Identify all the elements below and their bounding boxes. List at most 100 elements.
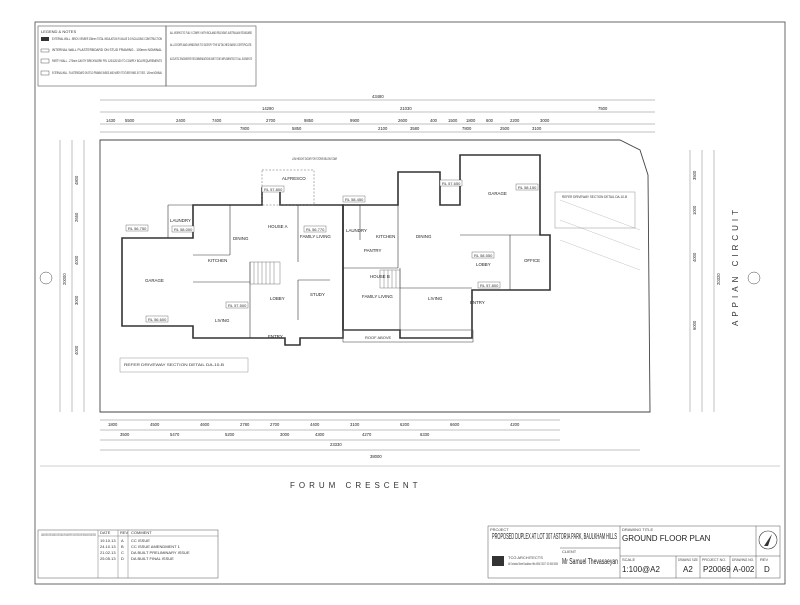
project-label: PROJECT — [490, 527, 509, 532]
legend-box — [37, 25, 167, 87]
dim-top-3-2: 5850 — [292, 126, 302, 131]
rev-row-1-rev: A — [121, 538, 124, 543]
legend-item-3: PARTY WALL - 270mm CAVITY BRICKWORK FRL … — [52, 58, 162, 63]
low-height-note: LOW HEIGHT DOOR FOR STORE BELOW STAIR — [292, 156, 337, 161]
dim-bot-2-3: 5200 — [225, 432, 235, 437]
dim-top-2-11: 1800 — [466, 118, 476, 123]
legend-swatch-internal — [40, 48, 50, 53]
dim-top-2-12: 600 — [486, 118, 494, 123]
level-2: RL 58.000 — [174, 227, 193, 232]
level-8: RL 58.150 — [518, 185, 537, 190]
firm-detail: 46 Orchards Street Baulkham Hills NSW 21… — [508, 561, 558, 566]
house-b-stair — [379, 269, 401, 289]
legend-title: LEGEND & NOTES — [41, 29, 76, 34]
dim-bot-2-6: 4270 — [362, 432, 372, 437]
drawing-no-label: DRAWING NO. — [732, 557, 754, 562]
room-a-house-label: HOUSE A — [268, 224, 288, 229]
firm-logo — [492, 556, 504, 566]
room-b-living: LIVING — [428, 296, 443, 301]
room-b-garage: GARAGE — [488, 191, 507, 196]
dim-bot-1-6: 4400 — [310, 422, 320, 427]
dim-bot-1-10: 4200 — [510, 422, 520, 427]
dim-left-1: 4800 — [74, 175, 79, 185]
dim-bot-2-5: 4300 — [315, 432, 325, 437]
room-a-kitchen: KITCHEN — [208, 258, 227, 263]
dim-top-2-13: 2200 — [510, 118, 520, 123]
client-name: Mr Samuel Thevasaeyan — [562, 557, 618, 566]
rev-row-2-comment: CC ISSUE AMENDMENT 1 — [131, 544, 181, 549]
level-1: RL 56.750 — [128, 226, 147, 231]
dim-top-2-9: 400 — [430, 118, 438, 123]
dim-top-1-3: 7500 — [598, 106, 608, 111]
left-dimensions — [59, 140, 85, 412]
roof-above-outline — [342, 329, 474, 343]
legend-swatch-external — [41, 37, 49, 41]
site-boundary — [99, 139, 651, 413]
room-a-alfresco: ALFRESCO — [282, 176, 306, 181]
room-a-living: LIVING — [215, 318, 230, 323]
room-a-lobby: LOBBY — [270, 296, 285, 301]
size-value: A2 — [683, 565, 693, 574]
dim-top-2-1: 1430 — [106, 118, 116, 123]
rev-row-1-date: 19.10.13 — [100, 538, 116, 543]
project-no-value: P20069 — [703, 565, 731, 574]
room-b-kitchen: KITCHEN — [376, 234, 395, 239]
size-label: DRAWING SIZE — [678, 557, 698, 562]
section-marker-left — [39, 271, 53, 285]
level-5: RL 57.800 — [264, 187, 283, 192]
dim-top-3-5: 7800 — [462, 126, 472, 131]
driveway-right-box — [554, 191, 636, 229]
client-label: CLIENT — [562, 549, 577, 554]
rev-label: REV — [760, 557, 769, 562]
legend-item-2: INTERNAL WALL PLASTERBOARD ON STUD FRAMI… — [52, 47, 163, 52]
rev-row-1-comment: CC ISSUE — [131, 538, 150, 543]
dim-top-2-2: 5500 — [125, 118, 135, 123]
dim-right-4: 6000 — [692, 320, 697, 330]
dim-top-2-4: 7400 — [212, 118, 222, 123]
driveway-left-box — [119, 357, 249, 373]
dim-bot-1-2: 4500 — [150, 422, 160, 427]
rev-row-4-rev: D — [121, 556, 124, 561]
dim-top-3-4: 3580 — [410, 126, 420, 131]
dim-bot-1-9: 6600 — [450, 422, 460, 427]
scale-label: SCALE — [622, 557, 635, 562]
room-a-study: STUDY — [310, 292, 325, 297]
rev-row-3-comment: DA BUILT PRELIMINARY ISSUE — [131, 550, 190, 555]
level-10: RL 57.800 — [480, 283, 499, 288]
dim-top-2-5: 2700 — [266, 118, 276, 123]
level-9: RL 58.550 — [474, 253, 493, 258]
dim-bot-total: 38000 — [370, 454, 382, 459]
dim-right-5: 20320 — [716, 273, 721, 285]
right-dimensions — [689, 150, 715, 412]
rev-row-3-date: 21.02.13 — [100, 550, 116, 555]
room-b-office: OFFICE — [524, 258, 540, 263]
top-dimensions — [100, 99, 655, 133]
room-b-lobby: LOBBY — [476, 262, 491, 267]
house-a-stair — [249, 261, 281, 285]
rev-value: D — [764, 565, 770, 574]
revision-table — [37, 529, 219, 579]
dim-left-5: 4000 — [74, 345, 79, 355]
dim-top-2-14: 3000 — [540, 118, 550, 123]
refer-driveway-right: REFER DRIVEWAY SECTION DETAIL DA-10-B — [562, 194, 627, 199]
title-block — [487, 525, 781, 579]
dim-bot-1-5: 2700 — [270, 422, 280, 427]
bottom-dimensions — [100, 419, 640, 451]
dim-bot-1-7: 3100 — [350, 422, 360, 427]
firm-name: TCG ARCHITECTS — [508, 555, 543, 560]
rev-row-3-rev: C — [121, 550, 124, 555]
dim-top-3-3: 2100 — [378, 126, 388, 131]
dim-overall-top: 43480 — [372, 94, 384, 99]
dim-bot-overall: 23330 — [330, 442, 342, 447]
legend-item-1: EXTERNAL WALL - BRICK VENEER 250mm TOTAL… — [52, 36, 162, 41]
room-b-laundry: LAUNDRY — [346, 228, 367, 233]
rev-header-rev: REV — [120, 530, 129, 535]
dim-top-3-1: 7800 — [240, 126, 250, 131]
house-b-walls — [342, 154, 551, 339]
room-b-family: FAMILY LIVING — [362, 294, 393, 299]
dim-bot-2-7: 6330 — [420, 432, 430, 437]
alfresco-outline — [261, 169, 315, 206]
room-b-entry: ENTRY — [470, 300, 485, 305]
